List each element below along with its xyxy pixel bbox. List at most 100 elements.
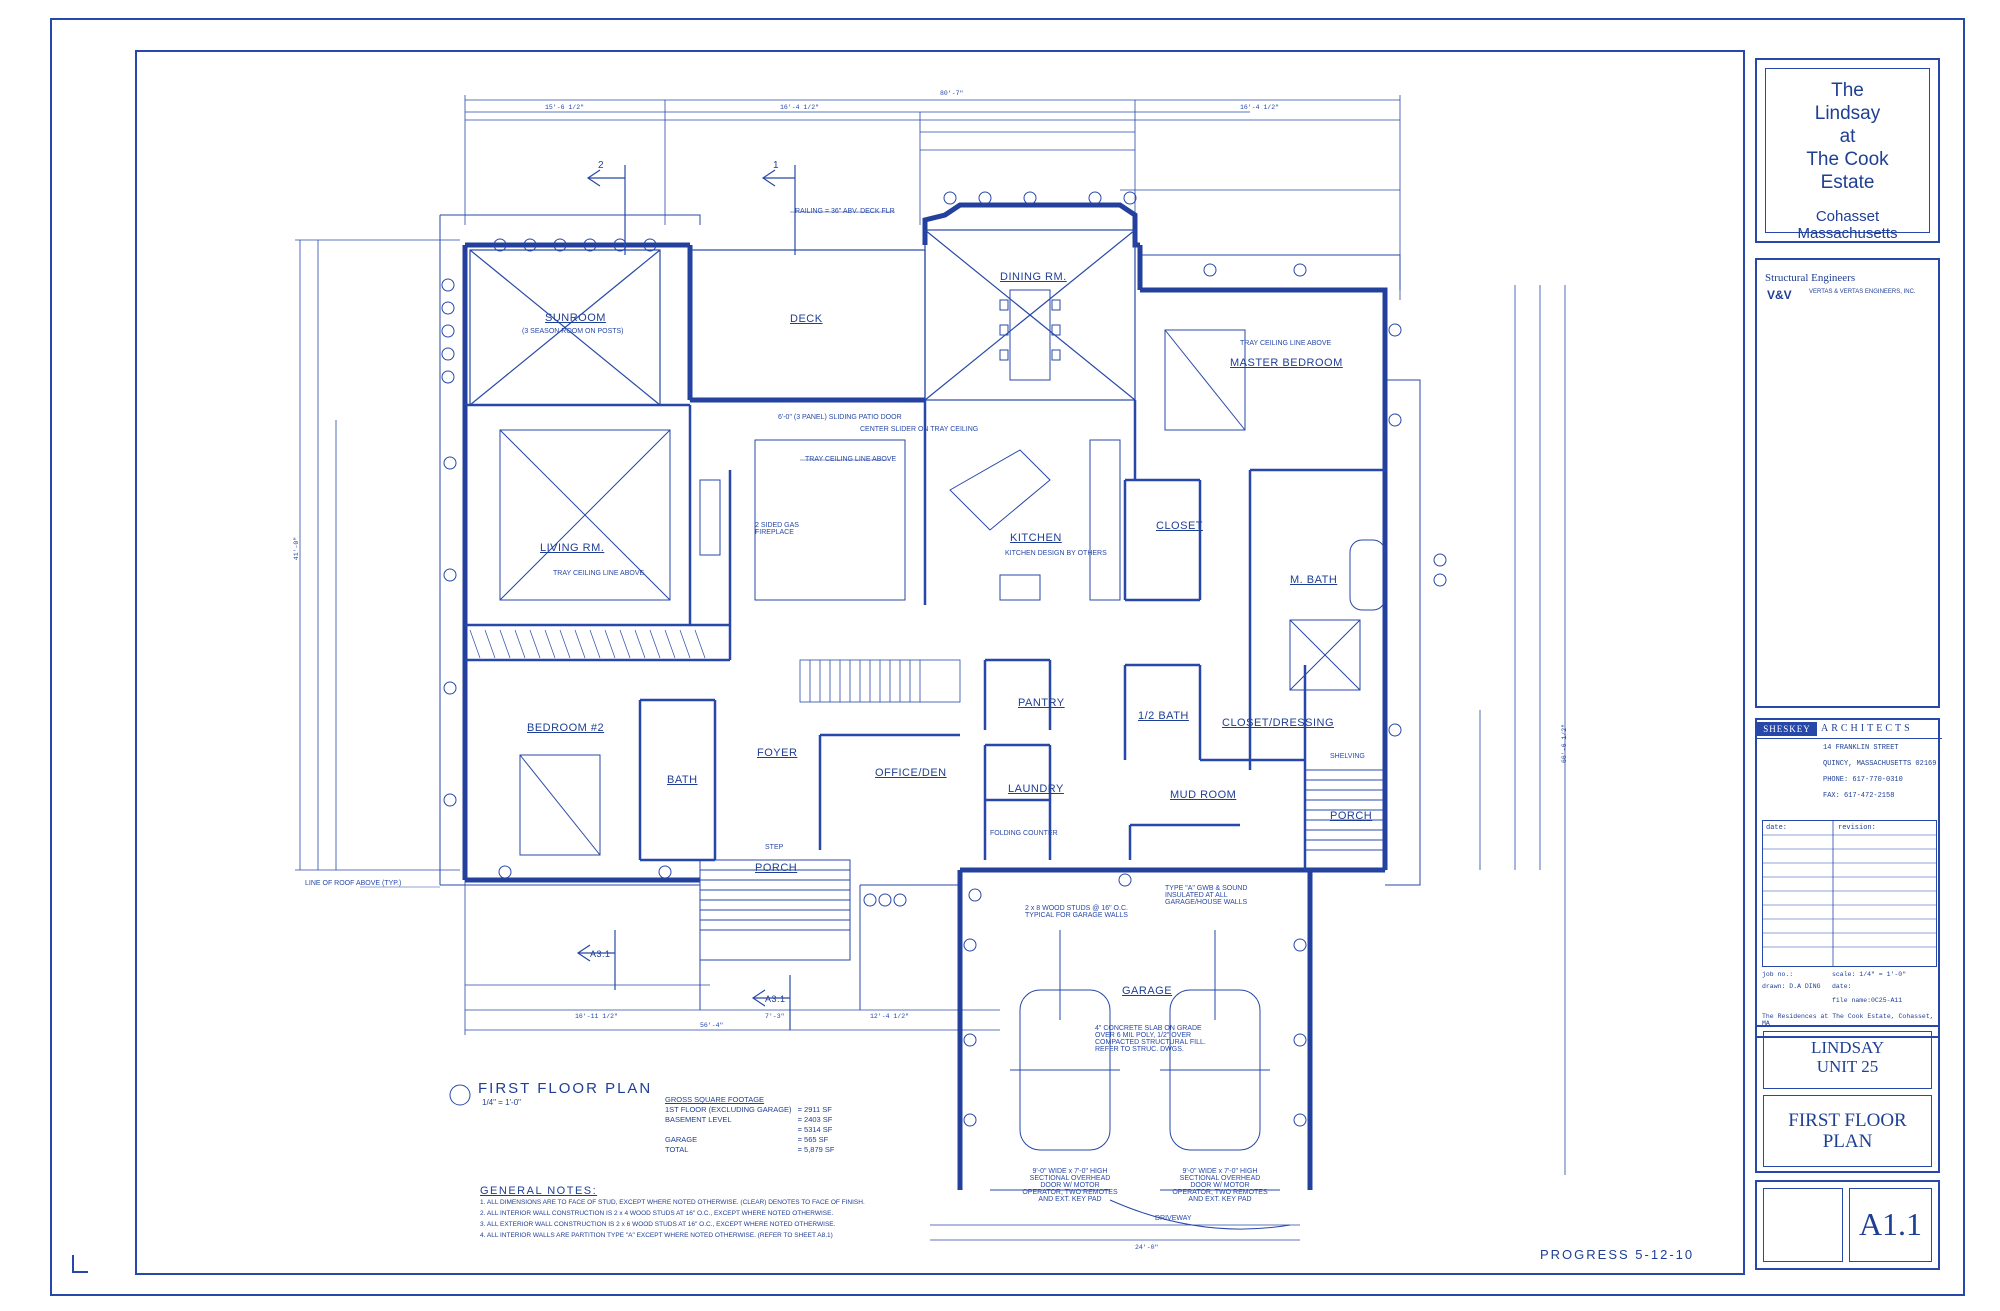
dim-garage-bottom: 24'-0" <box>1135 1244 1159 1251</box>
section-mark-2: 2 <box>598 160 605 171</box>
roof-line-note: LINE OF ROOF ABOVE (TYP.) <box>305 880 402 887</box>
room-kitchen: KITCHEN <box>1010 532 1062 544</box>
dimension-lines-right <box>1479 285 1566 1175</box>
driveway-label: DRIVEWAY <box>1155 1215 1192 1222</box>
engineer-logo-icon: V&V <box>1767 288 1792 302</box>
section-mark-1: 1 <box>773 160 780 171</box>
job-number: job no.: <box>1762 971 1794 978</box>
sqft-row: GARAGE= 565 SF <box>665 1135 829 1144</box>
section-mark-a31-left: A3.1 <box>590 949 611 959</box>
drawn-by: drawn: D.A DING <box>1762 983 1821 990</box>
sqft-header: GROSS SQUARE FOOTAGE <box>665 1095 765 1104</box>
garage-slab-note: 4" CONCRETE SLAB ON GRADE OVER 6 MIL POL… <box>1095 1025 1206 1053</box>
engineer-title: Structural Engineers <box>1765 272 1856 284</box>
architect-fax: FAX: 617-472-2158 <box>1823 792 1895 800</box>
revision-date-header: date: <box>1766 824 1788 832</box>
general-note-4: 4. ALL INTERIOR WALLS ARE PARTITION TYPE… <box>480 1232 833 1239</box>
porches <box>699 769 1386 961</box>
shelving-note: SHELVING <box>1330 753 1365 760</box>
project-location: Cohasset Massachusetts <box>1797 208 1898 242</box>
file-name: file name:0C25-A11 <box>1832 997 1903 1004</box>
architect-logo: SHESKEY <box>1757 722 1817 736</box>
dim-bottom-overall: 56'-4" <box>700 1022 724 1029</box>
dimension-lines-left <box>295 239 460 871</box>
sheet-number: A1.1 <box>1849 1188 1932 1262</box>
sqft-row: = 5314 SF <box>797 1125 833 1134</box>
engineer-block: Structural Engineers V&V VERTAS & VERTAS… <box>1755 258 1940 708</box>
sunroom-deck <box>469 229 1136 406</box>
sheet-stamp-area <box>1763 1188 1843 1262</box>
room-porch-side: PORCH <box>1330 810 1373 822</box>
section-mark-a31-right: A3.1 <box>765 994 786 1004</box>
dim-bottom-left: 16'-11 1/2" <box>575 1013 618 1020</box>
project-name: The Lindsay at The Cook Estate <box>1806 80 1889 193</box>
grid-bubbles <box>441 191 1447 1127</box>
room-deck: DECK <box>790 313 823 325</box>
dim-left-overall: 41'-0" <box>293 536 301 561</box>
room-office: OFFICE/DEN <box>875 767 947 779</box>
dim-overall-width: 80'-7" <box>940 90 964 97</box>
room-porch-front: PORCH <box>755 862 798 874</box>
sheet-name: FIRST FLOOR PLAN <box>1763 1095 1932 1167</box>
closet-hatch <box>469 629 706 659</box>
garage-drawing <box>990 930 1291 1230</box>
bedroom-2 <box>519 754 601 856</box>
overhead-door-left: 9'-0" WIDE x 7'-0" HIGH SECTIONAL OVERHE… <box>1022 1168 1118 1203</box>
leader-lines <box>360 211 900 888</box>
plan-scale: 1/4" = 1'-0" <box>482 1098 522 1107</box>
dim-right-overall: 66'-6 1/2" <box>1561 723 1569 764</box>
room-dining: DINING RM. <box>1000 271 1067 283</box>
room-half-bath: 1/2 BATH <box>1138 710 1189 722</box>
sunroom-note: (3 SEASON ROOM ON POSTS) <box>522 328 624 335</box>
drawing-date: date: <box>1832 983 1852 990</box>
room-living: LIVING RM. <box>540 542 605 554</box>
unit-name: LINDSAY UNIT 25 <box>1763 1031 1932 1089</box>
architect-word: ARCHITECTS <box>1821 723 1913 734</box>
dimension-lines-top <box>464 95 1401 300</box>
dim-bottom-mid: 7'-3" <box>765 1013 785 1020</box>
overhead-door-right: 9'-0" WIDE x 7'-0" HIGH SECTIONAL OVERHE… <box>1172 1168 1268 1203</box>
stairs <box>799 659 961 703</box>
dim-top-mid: 16'-4 1/2" <box>780 104 820 111</box>
railing-note: RAILING = 36" ABV. DECK FLR <box>795 208 895 215</box>
room-bath: BATH <box>667 774 698 786</box>
sheet-border <box>50 18 1965 1296</box>
general-notes-header: GENERAL NOTES: <box>480 1185 598 1197</box>
master-tray-note: TRAY CEILING LINE ABOVE <box>1240 340 1332 347</box>
plan-title: FIRST FLOOR PLAN <box>478 1080 653 1097</box>
kitchen-tray-note: TRAY CEILING LINE ABOVE <box>805 456 897 463</box>
dim-bottom-right: 12'-4 1/2" <box>870 1013 910 1020</box>
room-closet: CLOSET <box>1156 520 1204 532</box>
dim-top-left: 15'-6 1/2" <box>545 104 585 111</box>
fireplace-note: 2 SIDED GAS FIREPLACE <box>755 522 799 536</box>
room-foyer: FOYER <box>757 747 798 759</box>
general-note-3: 3. ALL EXTERIOR WALL CONSTRUCTION IS 2 x… <box>480 1221 836 1228</box>
master-suite <box>1164 329 1386 691</box>
dining-table <box>999 289 1061 381</box>
revision-header: revision: <box>1838 824 1876 832</box>
residence-name: The Residences at The Cook Estate, Cohas… <box>1762 1013 1934 1027</box>
revision-table: date: revision: <box>1762 820 1937 967</box>
folding-counter-note: FOLDING COUNTER <box>990 830 1058 837</box>
dimension-lines-bottom <box>464 880 1300 1241</box>
living-tray-note: TRAY CEILING LINE ABOVE <box>553 570 645 577</box>
corner-mark <box>72 1255 88 1273</box>
general-notes: GENERAL NOTES: 1. ALL DIMENSIONS ARE TO … <box>480 1185 865 1241</box>
sheet-title-block: LINDSAY UNIT 25 FIRST FLOOR PLAN <box>1755 1025 1940 1173</box>
room-laundry: LAUNDRY <box>1008 783 1064 795</box>
room-master-bedroom: MASTER BEDROOM <box>1230 357 1343 369</box>
revision-grid <box>1763 821 1936 966</box>
sqft-row: BASEMENT LEVEL= 2403 SF <box>665 1115 833 1124</box>
room-garage: GARAGE <box>1122 985 1173 997</box>
drawing-border <box>135 50 1745 1275</box>
square-footage-table: GROSS SQUARE FOOTAGE 1ST FLOOR (EXCLUDIN… <box>665 1095 840 1155</box>
project-title-block: The Lindsay at The Cook Estate Cohasset … <box>1755 58 1940 243</box>
general-note-1: 1. ALL DIMENSIONS ARE TO FACE OF STUD, E… <box>480 1199 865 1206</box>
architect-block: SHESKEY ARCHITECTS 14 FRANKLIN STREET QU… <box>1755 718 1942 1038</box>
architect-address-1: 14 FRANKLIN STREET <box>1823 744 1899 752</box>
engineer-name: VERTAS & VERTAS ENGINEERS, INC. <box>1809 289 1916 295</box>
architect-address-2: QUINCY, MASSACHUSETTS 02169 <box>1823 760 1937 768</box>
sheet-number-block: A1.1 <box>1755 1180 1940 1270</box>
kitchen-note: KITCHEN DESIGN BY OTHERS <box>1005 550 1107 557</box>
